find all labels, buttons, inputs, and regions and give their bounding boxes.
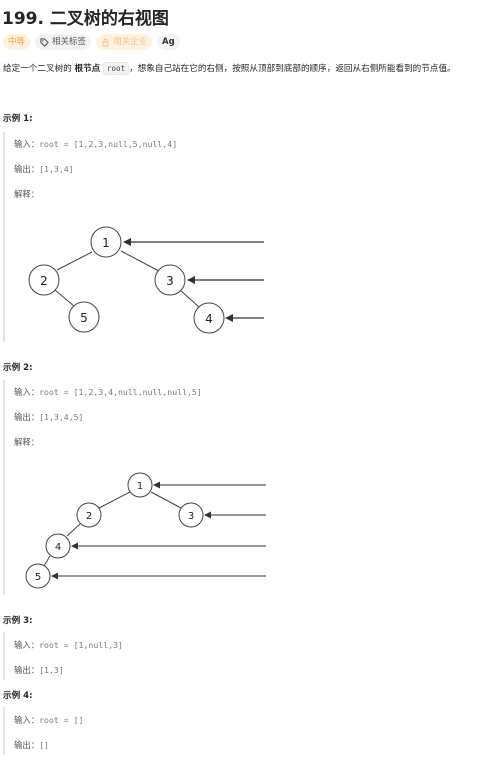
node-label: 3 (188, 511, 194, 522)
output-label: 输出： (14, 412, 40, 422)
example-2-output-value: [1,3,4,5] (39, 412, 84, 422)
tree-node: 4 (45, 533, 71, 559)
example-3-input-value: root = [1,null,3] (39, 640, 123, 650)
example-4-output: 输出：[] (14, 739, 49, 751)
example-2-input: 输入：root = [1,2,3,4,null,null,null,5] (14, 386, 202, 398)
tree-node: 4 (193, 302, 225, 334)
description-bold: 根节点 (74, 64, 101, 74)
lock-icon (101, 38, 110, 47)
description-code: root (103, 62, 130, 75)
example-1-title: 示例 1: (3, 114, 33, 124)
example-2-output: 输出：[1,3,4,5] (14, 411, 84, 423)
example-2-title: 示例 2: (3, 363, 33, 373)
node-label: 3 (166, 274, 174, 288)
node-label: 1 (137, 481, 143, 492)
output-label: 输出： (14, 665, 40, 675)
input-label: 输入： (14, 640, 40, 650)
description-text: 给定一个二叉树的 (3, 64, 75, 74)
example-1-border (3, 132, 5, 342)
tree-node: 1 (127, 472, 153, 498)
node-label: 4 (55, 542, 61, 553)
tag-icon (40, 37, 49, 47)
example-3-title: 示例 3: (3, 616, 33, 626)
example-1-tree-diagram: 1 2 3 5 4 (28, 226, 264, 334)
node-label: 2 (40, 274, 48, 288)
description-text-2: ，想象自己站在它的右侧，按照从顶部到底部的顺序，返回从右侧所能看到的节点值。 (129, 64, 456, 74)
example-1-output-value: [1,3,4] (39, 164, 74, 174)
example-4-output-value: [] (39, 740, 49, 750)
font-size-button[interactable]: Ag (157, 34, 180, 50)
node-label: 5 (80, 311, 88, 325)
example-1-output: 输出：[1,3,4] (14, 163, 74, 175)
tree-node: 3 (178, 502, 204, 528)
tree-node: 1 (90, 226, 122, 258)
tree-node: 3 (154, 264, 186, 296)
example-2-explanation: 解释： (14, 437, 40, 447)
input-label: 输入： (14, 387, 40, 397)
tree-node: 5 (68, 301, 100, 333)
example-4-border (3, 707, 5, 755)
related-company-label: 相关企业 (113, 37, 148, 47)
related-company-button[interactable]: 相关企业 (96, 34, 153, 50)
tree-node: 5 (25, 563, 51, 589)
difficulty-badge[interactable]: 中等 (3, 34, 31, 50)
example-3-output: 输出：[1,3] (14, 664, 64, 676)
example-1-input-value: root = [1,2,3,null,5,null,4] (39, 139, 178, 149)
problem-title: 199. 二叉树的右视图 (2, 9, 169, 29)
example-2-input-value: root = [1,2,3,4,null,null,null,5] (39, 387, 202, 397)
input-label: 输入： (14, 139, 40, 149)
node-label: 2 (86, 511, 92, 522)
example-4-input-value: root = [] (39, 715, 84, 725)
output-label: 输出： (14, 164, 40, 174)
example-1-explanation: 解释： (14, 189, 40, 199)
example-3-output-value: [1,3] (39, 665, 64, 675)
example-3-border (3, 632, 5, 680)
node-label: 1 (102, 236, 110, 250)
node-label: 5 (35, 572, 41, 583)
node-label: 4 (205, 312, 213, 326)
problem-description: 给定一个二叉树的 根节点 root，想象自己站在它的右侧，按照从顶部到底部的顺序… (3, 62, 498, 76)
example-2-border (3, 380, 5, 595)
related-tags-label: 相关标签 (52, 37, 87, 47)
tree-node: 2 (76, 502, 102, 528)
example-3-input: 输入：root = [1,null,3] (14, 639, 123, 651)
related-tags-button[interactable]: 相关标签 (35, 34, 92, 50)
example-4-input: 输入：root = [] (14, 714, 84, 726)
example-1-input: 输入：root = [1,2,3,null,5,null,4] (14, 138, 177, 150)
input-label: 输入： (14, 715, 40, 725)
output-label: 输出： (14, 740, 40, 750)
example-4-title: 示例 4: (3, 691, 33, 701)
tree-node: 2 (28, 264, 60, 296)
example-2-tree-diagram: 1 2 3 4 5 (25, 472, 266, 589)
tag-row: 中等 相关标签 相关企业 Ag (3, 34, 180, 52)
